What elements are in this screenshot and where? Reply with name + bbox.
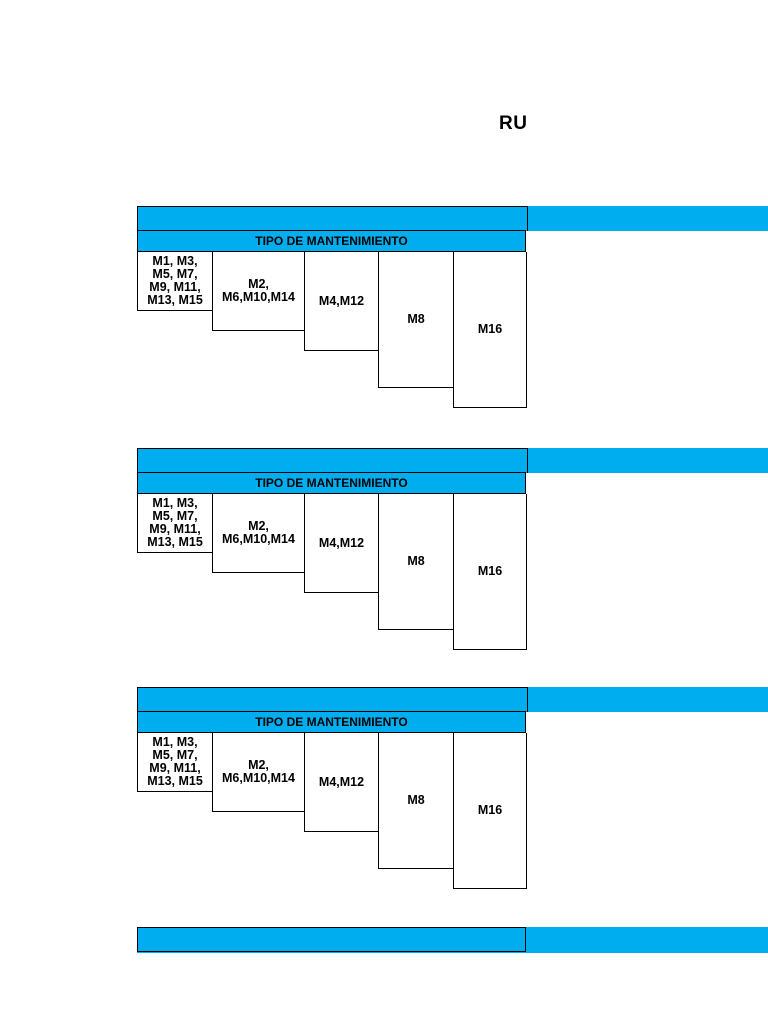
column-cell-2: M2, M6,M10,M14 xyxy=(212,494,305,573)
table-header: TIPO DE MANTENIMIENTO xyxy=(137,711,526,733)
column-cell-2: M2, M6,M10,M14 xyxy=(212,252,305,331)
cell-line: M13, M15 xyxy=(147,535,203,549)
cell-line: M5, M7, xyxy=(152,267,198,281)
header-band-frame xyxy=(137,448,528,473)
cell-line: M2, xyxy=(248,758,269,772)
table-header: TIPO DE MANTENIMIENTO xyxy=(137,230,526,252)
column-cell-1: M1, M3, M5, M7, M9, M11, M13, M15 xyxy=(137,733,213,792)
header-band xyxy=(137,206,768,231)
cell-line: M2, xyxy=(248,519,269,533)
cell-line: M2, xyxy=(248,277,269,291)
cell-line: M13, M15 xyxy=(147,774,203,788)
cell-line: M9, M11, xyxy=(149,761,201,775)
column-cell-4: M8 xyxy=(378,494,454,630)
cell-line: M6,M10,M14 xyxy=(222,290,295,304)
header-band xyxy=(137,927,768,953)
cell-line: M1, M3, xyxy=(152,735,198,749)
column-cell-3: M4,M12 xyxy=(304,494,379,593)
page-title: RU xyxy=(499,113,528,134)
cell-line: M5, M7, xyxy=(152,509,198,523)
column-cell-4: M8 xyxy=(378,733,454,869)
table-header: TIPO DE MANTENIMIENTO xyxy=(137,472,526,494)
cell-line: M9, M11, xyxy=(149,280,201,294)
cell-line: M9, M11, xyxy=(149,522,201,536)
cell-line: M6,M10,M14 xyxy=(222,532,295,546)
column-cell-5: M16 xyxy=(453,733,527,889)
header-band xyxy=(137,448,768,473)
header-band xyxy=(137,687,768,712)
column-cell-5: M16 xyxy=(453,252,527,408)
header-band-frame xyxy=(137,206,528,231)
column-cell-1: M1, M3, M5, M7, M9, M11, M13, M15 xyxy=(137,252,213,311)
column-cell-3: M4,M12 xyxy=(304,252,379,351)
cell-line: M5, M7, xyxy=(152,748,198,762)
column-cell-1: M1, M3, M5, M7, M9, M11, M13, M15 xyxy=(137,494,213,553)
column-cell-2: M2, M6,M10,M14 xyxy=(212,733,305,812)
cell-line: M1, M3, xyxy=(152,496,198,510)
cell-line: M13, M15 xyxy=(147,293,203,307)
column-cell-5: M16 xyxy=(453,494,527,650)
cell-line: M6,M10,M14 xyxy=(222,771,295,785)
cell-line: M1, M3, xyxy=(152,254,198,268)
column-cell-4: M8 xyxy=(378,252,454,388)
header-band-frame xyxy=(137,927,526,952)
column-cell-3: M4,M12 xyxy=(304,733,379,832)
header-band-frame xyxy=(137,687,528,712)
